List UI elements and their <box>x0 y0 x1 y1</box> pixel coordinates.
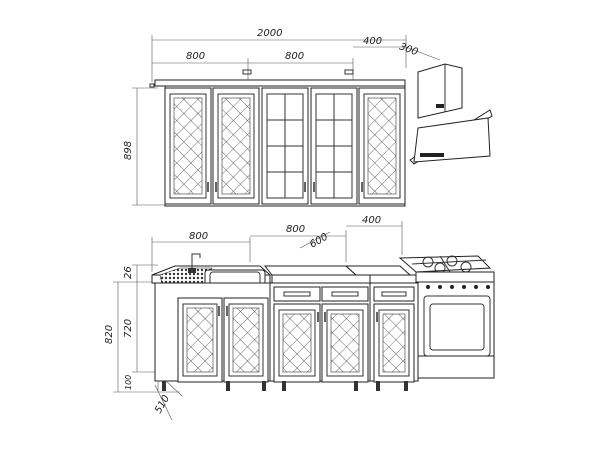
dim-carcass-height: 720 <box>123 319 134 338</box>
dim-hood-depth: 300 <box>398 41 420 58</box>
dim-upper-height: 898 <box>123 141 134 160</box>
dim-total-height: 820 <box>104 325 115 344</box>
upper-door-5 <box>358 87 406 205</box>
dim-top-thickness: 26 <box>123 266 134 279</box>
dim-depth: 510 <box>153 393 172 415</box>
drawer-3 <box>373 286 415 302</box>
dim-lower-section-3: 400 <box>362 215 381 226</box>
lower-door-2 <box>223 297 269 383</box>
stove-knobs <box>426 285 490 289</box>
lower-cabinets: 800 800 400 600 26 720 820 100 510 <box>104 215 495 421</box>
dim-upper-section-2: 800 <box>285 51 304 62</box>
dim-counter-depth: 600 <box>308 232 330 251</box>
upper-glass-door-1 <box>261 87 309 205</box>
dim-lower-section-1: 800 <box>189 231 208 242</box>
dim-upper-section-3: 400 <box>363 36 382 47</box>
faucet <box>191 253 201 270</box>
lower-door-4 <box>321 303 369 383</box>
gas-stove <box>398 255 495 379</box>
dim-plinth-height: 100 <box>124 375 133 390</box>
lower-door-3 <box>273 303 321 383</box>
upper-door-1 <box>164 87 212 205</box>
drawer-2 <box>321 286 369 302</box>
lower-door-1 <box>177 297 223 383</box>
dim-total-width: 2000 <box>257 28 282 39</box>
upper-door-2 <box>212 87 260 205</box>
range-hood <box>409 63 493 165</box>
upper-cabinets: 2000 800 800 400 300 898 <box>123 28 493 207</box>
drawer-1 <box>273 286 321 302</box>
upper-glass-door-2 <box>310 87 358 205</box>
cabinet-legs <box>162 381 408 391</box>
dim-upper-section-1: 800 <box>186 51 205 62</box>
dim-lower-section-2: 800 <box>286 224 305 235</box>
lower-door-5 <box>373 303 415 383</box>
